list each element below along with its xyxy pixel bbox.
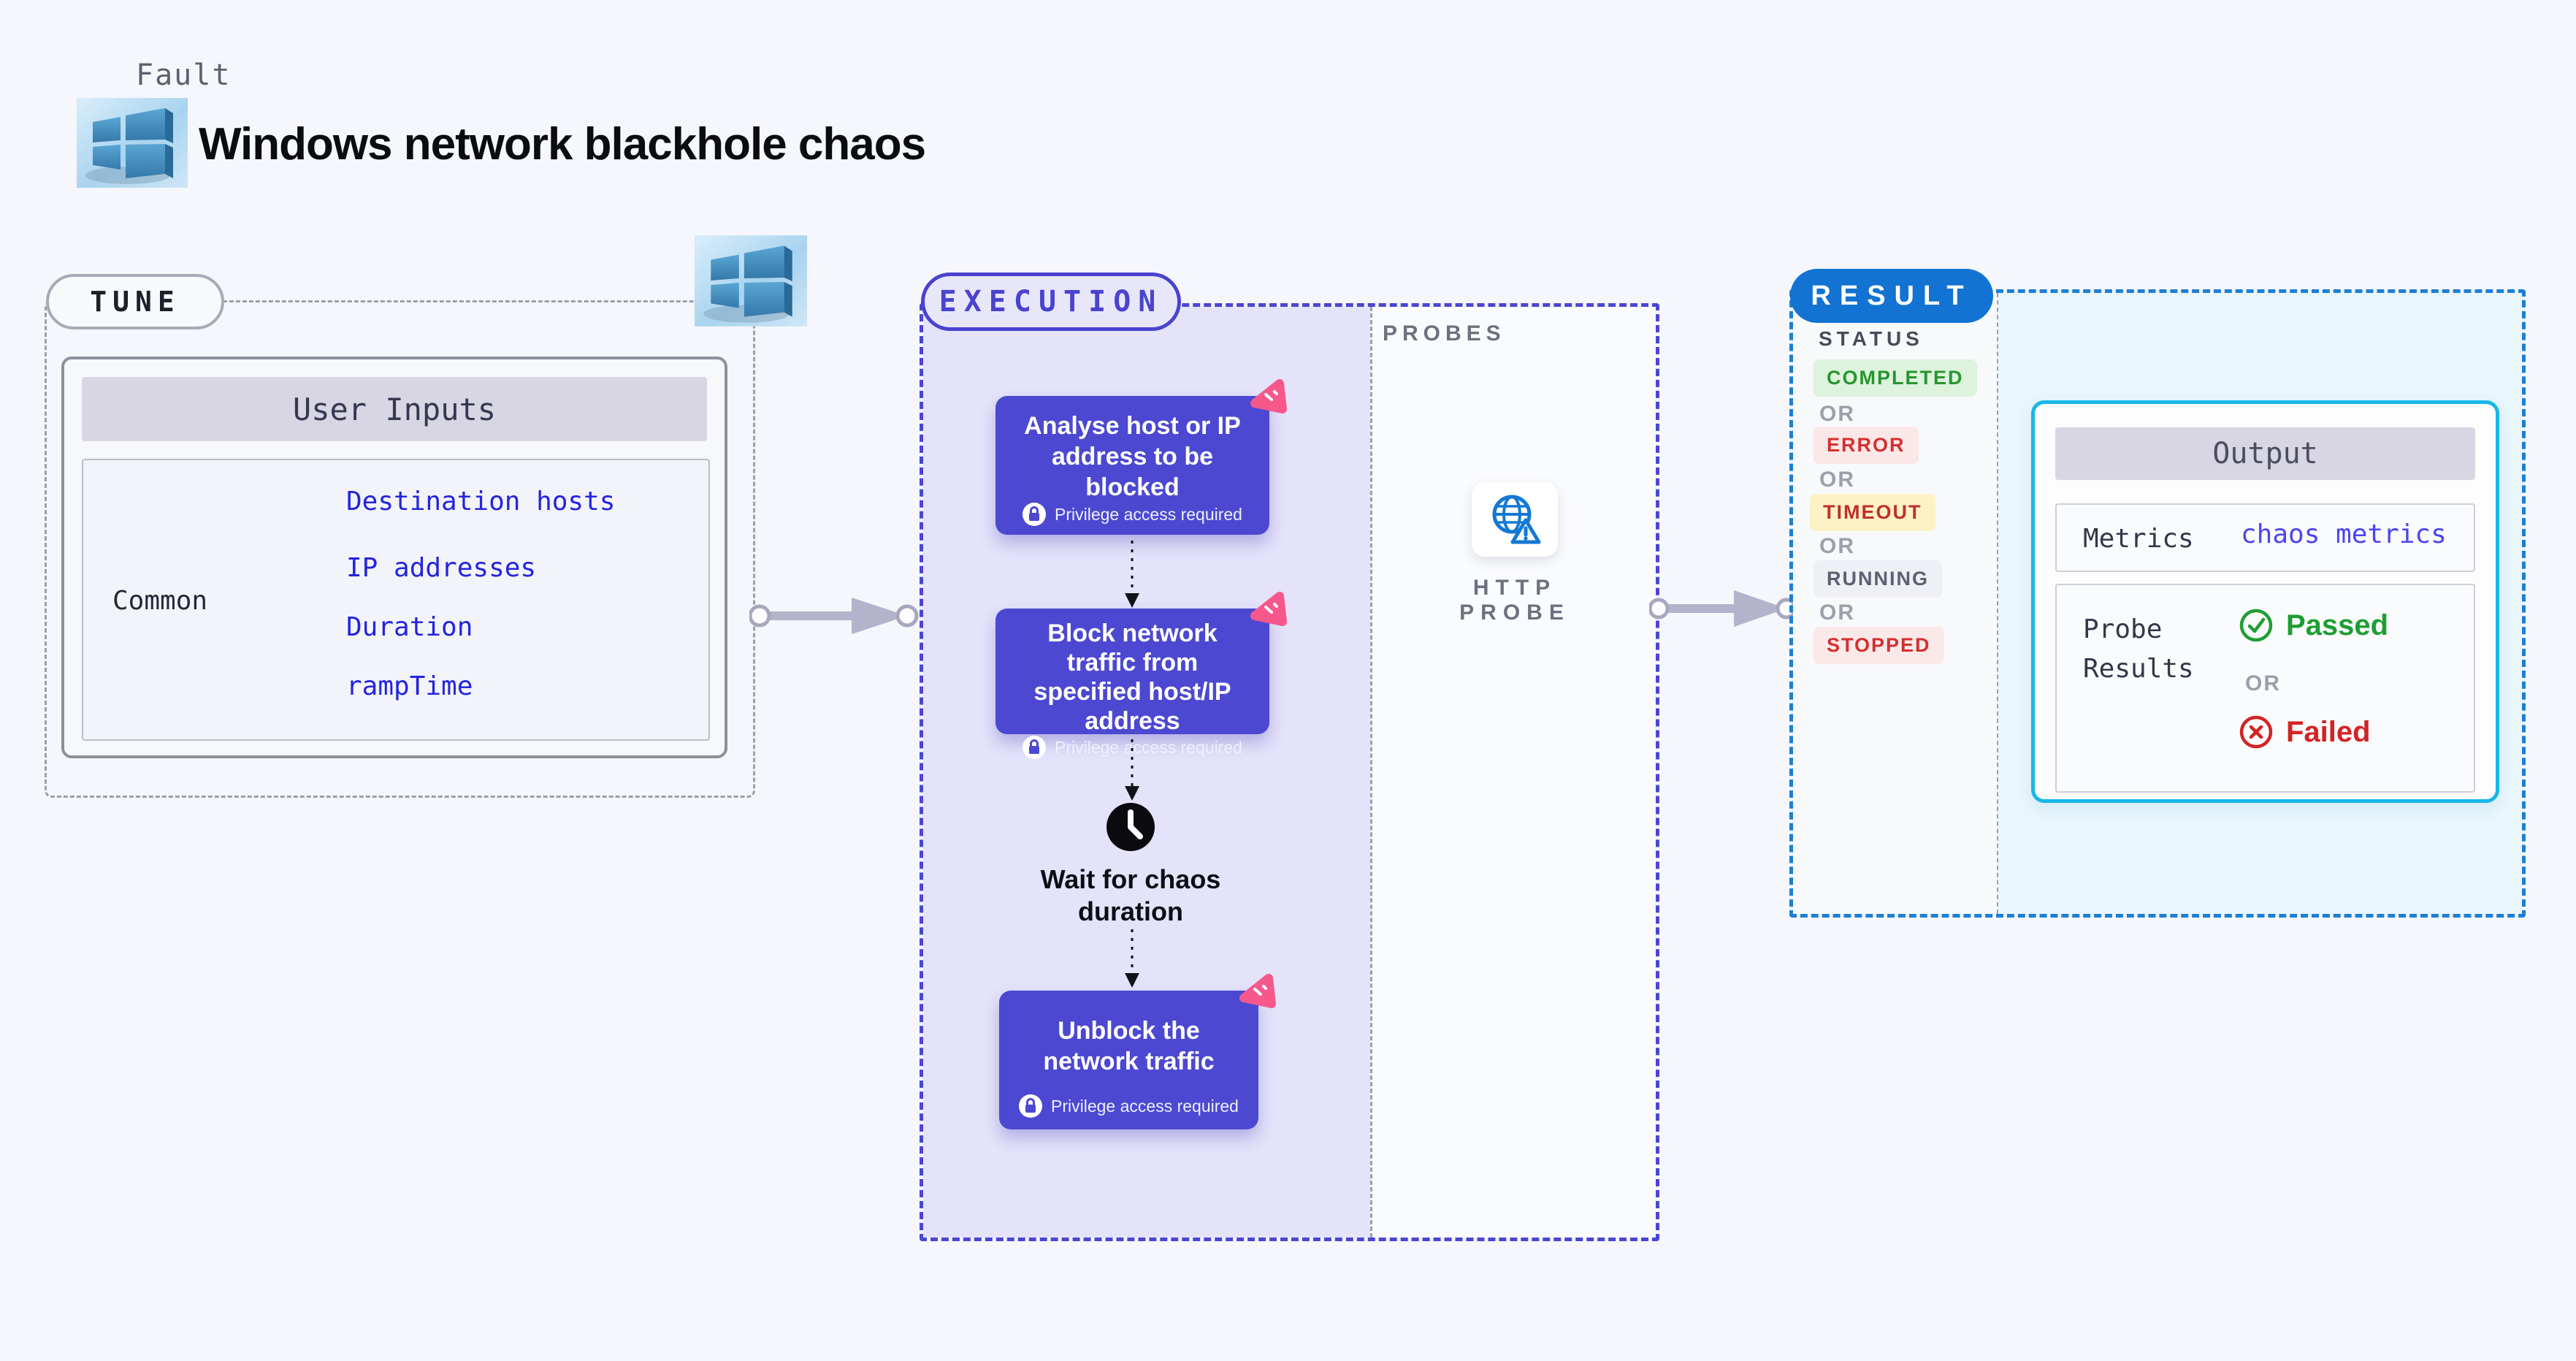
privilege-row: Privilege access required [1019,1094,1239,1129]
failed-label: Failed [2286,715,2371,748]
step-block-traffic: Block network traffic from specified hos… [995,592,1287,759]
chaos-metrics-link[interactable]: chaos metrics [2241,519,2447,549]
http-probe-label: HTTP PROBE [1459,576,1570,625]
flow-arrow [1125,541,1139,608]
metrics-label: Metrics [2083,524,2194,554]
globe-warning-icon [1492,495,1541,544]
windows-logo-tune [695,235,807,327]
tune-region [45,300,755,798]
connector-tune-execution [749,598,919,634]
or-label: OR [2245,671,2281,695]
or-label: OR [1819,534,1855,558]
or-label: OR [1819,601,1855,625]
lock-icon [1019,1094,1043,1118]
chaos-badge-icon [1250,379,1287,413]
status-badge-stopped: STOPPED [1813,627,1944,664]
x-circle-icon [2239,715,2273,749]
probe-results-label: Probe Results [2083,614,2194,684]
link-duration[interactable]: Duration [346,612,473,642]
step-analyse-host: Analyse host or IP address to be blocked… [995,379,1287,538]
status-badge-running: RUNNING [1813,560,1942,598]
tune-links: Destination hosts IP addresses Duration … [346,487,615,701]
chaos-badge-icon [1250,592,1287,626]
result-label: RESULT [1811,280,1973,311]
step-title: Block network traffic from specified hos… [1033,619,1231,735]
chaos-badge-icon [1239,974,1276,1008]
passed-row: Passed [2239,609,2388,642]
passed-label: Passed [2286,609,2389,641]
flow-arrow [1125,739,1139,801]
privilege-label: Privilege access required [1055,504,1242,524]
tune-label: TUNE [90,286,180,318]
status-title: STATUS [1819,327,1924,350]
user-inputs-header: User Inputs [82,377,707,441]
execution-pill: EXECUTION [921,272,1181,331]
lock-icon [1023,503,1047,526]
step-title: Unblock the network traffic [1043,1017,1215,1075]
privilege-label: Privilege access required [1051,1096,1239,1116]
flow-arrow [1125,929,1139,988]
wait-step-label: Wait for chaos duration [1040,864,1221,926]
or-label: OR [1819,468,1855,492]
status-badge-error: ERROR [1813,427,1919,464]
status-badge-completed: COMPLETED [1813,359,1977,397]
privilege-row: Privilege access required [1023,503,1242,538]
probe-results-row: Probe Results Passed OR Failed [2055,584,2475,793]
execution-label: EXECUTION [939,285,1163,319]
clock-icon [1107,803,1155,851]
output-title: Output [2212,437,2318,470]
fault-label: Fault [136,58,232,92]
privilege-label: Privilege access required [1055,737,1242,757]
connector-probes-result [1649,590,1795,627]
metrics-row: Metrics chaos metrics [2055,503,2475,572]
lock-icon [1023,736,1047,759]
user-inputs-title: User Inputs [292,391,497,427]
page-title: Windows network blackhole chaos [199,119,926,169]
output-card: Output Metrics chaos metrics Probe Resul… [2031,400,2499,803]
link-ramptime[interactable]: rampTime [346,671,473,701]
probes-label: PROBES [1383,321,1506,346]
step-unblock-traffic: Unblock the network traffic Privilege ac… [999,974,1276,1129]
common-row-label: Common [112,586,208,616]
link-ip-addresses[interactable]: IP addresses [346,553,537,583]
http-probe-card [1472,482,1558,557]
check-circle-icon [2239,609,2273,642]
or-label: OR [1819,402,1855,426]
user-inputs-table: Common Destination hosts IP addresses Du… [82,459,710,741]
privilege-row: Privilege access required [1023,736,1242,768]
step-title: Analyse host or IP address to be blocked [1024,412,1241,501]
probes-panel [1370,307,1656,1238]
failed-row: Failed [2239,715,2371,749]
windows-logo [77,98,188,188]
link-destination-hosts[interactable]: Destination hosts [346,487,616,516]
tune-pill: TUNE [46,274,224,329]
output-header: Output [2055,427,2475,480]
status-badge-timeout: TIMEOUT [1810,494,1935,531]
result-pill: RESULT [1790,269,1993,323]
user-inputs-card: User Inputs Common Destination hosts IP … [61,357,727,758]
